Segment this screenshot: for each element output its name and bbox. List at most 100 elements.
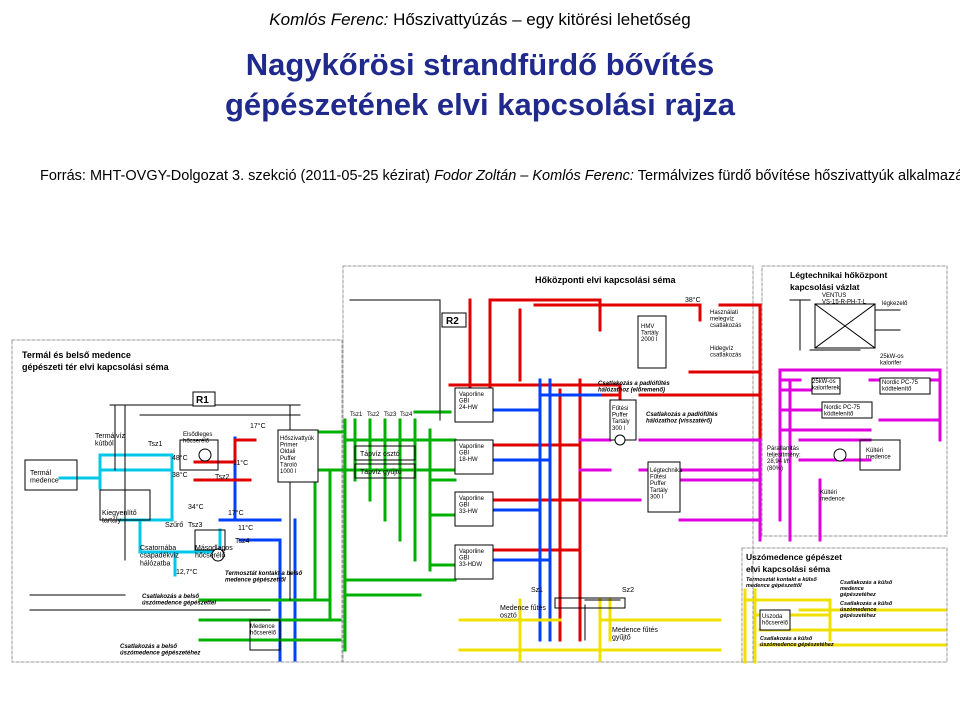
title-line-2: gépészetének elvi kapcsolási rajza <box>224 87 736 122</box>
left-green-pipes <box>198 430 347 642</box>
hp1-box <box>454 387 494 423</box>
medence-oszto-box <box>554 597 626 609</box>
masodlagos-hocserelo <box>194 529 226 551</box>
r1-box <box>192 391 216 407</box>
nordic-box-1 <box>879 377 931 395</box>
legkezelo-label: légkezelő <box>882 301 908 307</box>
elsodleges-hocserelo <box>179 439 219 471</box>
uszo-panel-frame <box>741 547 948 663</box>
hp4-box <box>454 544 494 580</box>
left-red-pipes <box>193 438 257 482</box>
tapviz-gyujto-box <box>354 463 416 479</box>
r2-box <box>441 312 467 328</box>
uszo-yellow-pipes <box>743 588 947 664</box>
temp-17c-b-label: 17°C <box>228 509 244 517</box>
szuro-label: Szűrő <box>165 522 183 529</box>
center-temp-38c: 38°C <box>685 296 701 304</box>
right-title-1: Légtechnikai hőközpont <box>790 270 887 280</box>
center-green-pipes <box>343 410 457 652</box>
title-line-1: Nagykőrösi strandfürdő bővítés <box>245 47 715 82</box>
nordic-box-2 <box>821 401 873 419</box>
components <box>24 303 931 651</box>
center-black-lines <box>349 299 621 641</box>
tapviz-oszto-label: Tápvíz osztó <box>360 451 400 458</box>
termal-medence-box <box>24 459 78 491</box>
hoszivattyu-tarolo <box>277 429 319 483</box>
temp-11c-label: 11°C <box>233 459 248 467</box>
left-title-2: gépészeti tér elvi kapcsolási séma <box>22 362 170 372</box>
uszo-title-1: Uszómedence gépészet <box>746 552 842 562</box>
source-work: Termálvizes fürdő bővítése hőszivattyúk … <box>637 168 960 184</box>
temp-11c-b-label: 11°C <box>238 524 253 532</box>
kalorifer-box <box>811 377 841 395</box>
hp2-box <box>454 439 494 475</box>
tsz1-label: Tsz1 <box>148 441 163 448</box>
tsz2-label: Tsz2 <box>215 474 230 481</box>
right-labels: Légtechnikai hőközpont kapcsolási vázlat… <box>746 270 919 648</box>
tsz4-label: Tsz4 <box>235 538 250 545</box>
center-blue-pipes <box>493 378 602 642</box>
kulteri-medence-box <box>859 439 901 471</box>
center-red-pipes <box>448 298 762 642</box>
tsz-label-4: Tsz4 <box>400 412 413 418</box>
center-labels: Hőközponti elvi kapcsolási séma R2 38°C … <box>350 275 741 642</box>
left-black-lines <box>29 404 301 611</box>
right-magenta-pipes <box>778 368 942 542</box>
r2-label: R2 <box>446 316 459 327</box>
source-prefix: Forrás: MHT-OVGY-Dolgozat 3. szekció (20… <box>40 168 431 184</box>
tsz-label-3: Tsz3 <box>384 412 397 418</box>
left-panel-frame <box>11 339 343 663</box>
presentation-subtitle: Hőszivattyúzás – egy kitörési lehetőség <box>393 10 691 29</box>
tsz3-label: Tsz3 <box>188 522 203 529</box>
right-panel-frame <box>761 265 948 537</box>
center-panel-frame <box>342 265 754 663</box>
legtechnika-puffer-box <box>647 461 681 513</box>
uszo-title-2: elvi kapcsolási séma <box>746 564 830 574</box>
r1-label: R1 <box>196 395 209 406</box>
uszoda-hocserelo-box <box>759 609 791 631</box>
tapviz-oszto-box <box>354 445 416 461</box>
temp-34c-label: 34°C <box>188 503 204 511</box>
source-line: Forrás: MHT-OVGY-Dolgozat 3. szekció (20… <box>40 168 960 184</box>
author-line: Komlós Ferenc: Hőszivattyúzás – egy kitö… <box>0 10 960 30</box>
tsz-label-2: Tsz2 <box>367 412 380 418</box>
medence-hocserelo <box>249 619 281 651</box>
sz1-label: Sz1 <box>531 587 543 594</box>
left-title-1: Termál és belső medence <box>22 350 131 360</box>
left-labels: Termál és belső medence gépészeti tér el… <box>22 350 315 657</box>
sz2-label: Sz2 <box>622 587 634 594</box>
